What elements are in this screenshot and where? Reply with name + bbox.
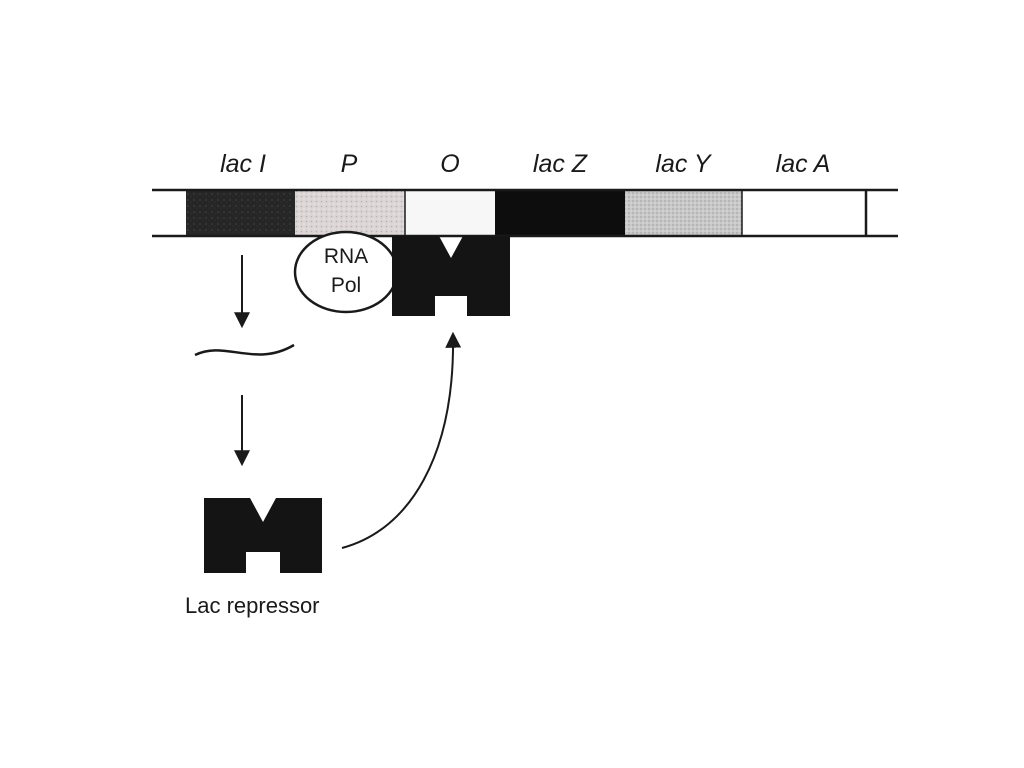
- dna-strand: [152, 188, 898, 238]
- rna-polymerase-shape: [293, 230, 399, 314]
- expression-pathway: [194, 255, 295, 467]
- segment-lac-a: [742, 190, 866, 236]
- gene-label-operator: O: [440, 150, 459, 178]
- rna-polymerase-label-line2: Pol: [331, 274, 361, 297]
- rna-polymerase-label-line1: RNA: [324, 245, 368, 268]
- repressor-binding-arrow: [341, 331, 462, 549]
- gene-label-lac-a: lac A: [776, 150, 831, 178]
- segment-lac-z: [495, 190, 625, 236]
- gene-label-lac-z: lac Z: [533, 150, 588, 178]
- gene-label-lac-i: lac I: [220, 150, 266, 178]
- gene-labels: lac I P O lac Z lac Y lac A: [220, 150, 830, 178]
- free-repressor-shape: [204, 498, 322, 573]
- gene-label-lac-y: lac Y: [655, 150, 712, 178]
- rna-polymerase: RNA Pol: [293, 230, 399, 314]
- segment-operator: [405, 190, 495, 236]
- repressor-caption: Lac repressor: [185, 593, 320, 618]
- gene-label-promoter: P: [341, 150, 358, 178]
- segment-promoter: [295, 190, 405, 236]
- segment-lac-y: [625, 190, 742, 236]
- bound-repressor-shape: [392, 236, 510, 316]
- segment-lac-i: [186, 190, 295, 236]
- mrna-squiggle: [194, 343, 295, 357]
